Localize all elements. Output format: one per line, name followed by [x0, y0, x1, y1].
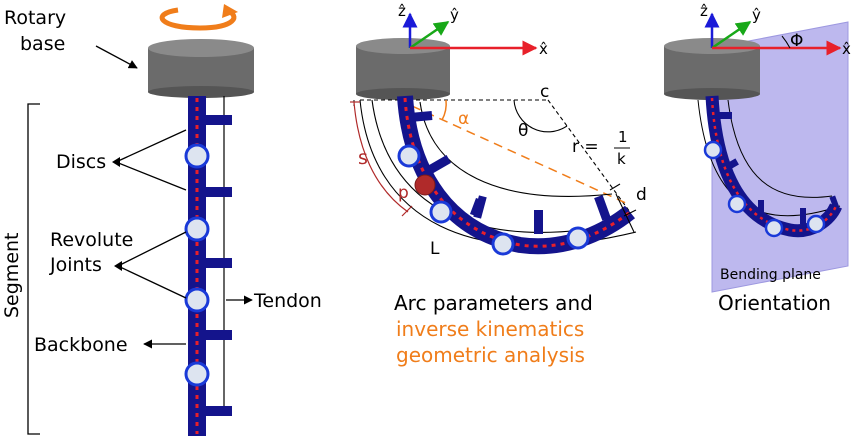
left-panel: Rotary base Discs Revolute Joints Tendon… [1, 4, 322, 436]
label-alpha: α [458, 109, 469, 129]
bending-plane-label: Bending plane [720, 267, 821, 283]
radius-dashed-line [547, 99, 631, 213]
backbone [188, 96, 206, 436]
bent-backbone [397, 95, 635, 255]
rotary-base-pointer [95, 45, 138, 69]
right-y-axis-label: ŷ [752, 6, 761, 24]
right-y-axis-arrow [711, 20, 752, 50]
discs-pointer-2 [115, 161, 187, 191]
right-bent-joints [703, 140, 826, 238]
discs-arrow-icon [112, 157, 120, 167]
right-base [664, 38, 760, 100]
bent-joints [397, 144, 590, 256]
tendon-label: Tendon [253, 290, 322, 312]
theta-arc [513, 99, 568, 133]
revolute-label-1: Revolute [50, 229, 133, 251]
revolute-joints [184, 143, 210, 387]
s-arc [353, 101, 409, 213]
joints-pointer-2 [117, 265, 187, 299]
label-p: p [398, 183, 409, 203]
disc-plates [206, 115, 232, 416]
label-d: d [636, 185, 647, 205]
rotation-arrow-icon [159, 4, 238, 31]
rotary-base-label-2: base [20, 33, 65, 55]
rotary-base-label-1: Rotary [4, 7, 66, 29]
z-axis-label: ẑ [398, 2, 406, 20]
revolute-label-2: Joints [49, 254, 102, 276]
joints-arrow-icon [114, 261, 122, 271]
rotary-base [148, 39, 254, 98]
backbone-label: Backbone [34, 334, 128, 356]
y-axis-arrow [409, 20, 450, 50]
segment-bracket [27, 103, 40, 435]
label-r-num: 1 [618, 128, 628, 146]
bent-disc-plates [409, 111, 611, 234]
label-theta: θ [518, 121, 528, 141]
caption-line-3: geometric analysis [396, 343, 585, 367]
alpha-arc [441, 99, 447, 121]
right-panel: Bending plane ẑ ŷ x̂ Φ [664, 2, 851, 315]
joints-pointer-1 [117, 231, 187, 267]
right-x-axis-label: x̂ [842, 40, 851, 58]
middle-panel: ẑ ŷ x̂ [350, 2, 647, 367]
right-z-axis-label: ẑ [700, 2, 708, 20]
middle-base [356, 38, 450, 100]
phi-arc [781, 35, 791, 49]
x-axis-label: x̂ [539, 40, 548, 58]
label-r-den: k [617, 150, 626, 168]
label-r: r = [572, 137, 599, 157]
label-c: c [540, 82, 549, 102]
point-p [414, 174, 436, 196]
inner-arc [419, 101, 613, 197]
label-s: s [358, 147, 368, 169]
y-axis-label: ŷ [450, 6, 459, 24]
segment-label: Segment [1, 233, 23, 319]
orientation-caption: Orientation [718, 291, 831, 315]
label-phi: Φ [790, 31, 803, 51]
discs-label: Discs [56, 151, 106, 173]
chord-dashed-line [411, 105, 629, 205]
right-inner-arc [727, 99, 833, 198]
caption-line-1: Arc parameters and [394, 291, 593, 315]
discs-pointer-1 [115, 129, 187, 163]
caption-line-2: inverse kinematics [396, 317, 584, 341]
label-L: L [430, 239, 440, 259]
